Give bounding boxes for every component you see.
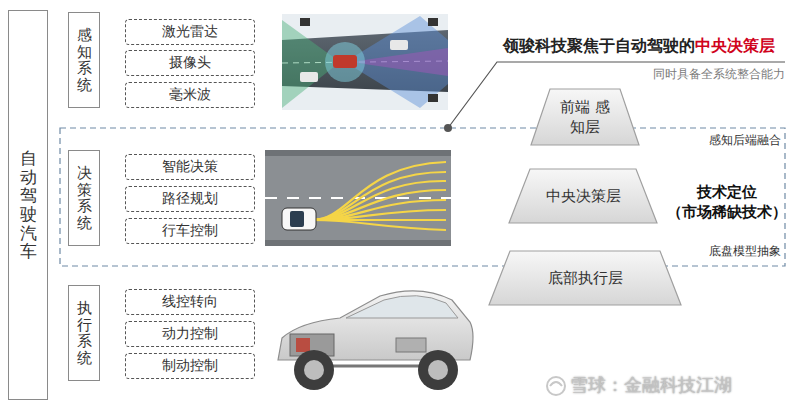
trapezoid-shape bbox=[530, 88, 640, 146]
box-label: 毫米波 bbox=[169, 86, 211, 104]
layer-trapezoid: 前端 感知层 bbox=[530, 88, 640, 146]
wheel-hub bbox=[304, 360, 324, 380]
box-label: 摄像头 bbox=[169, 54, 211, 72]
wheel bbox=[294, 350, 334, 390]
vertical-label: 决策系统 bbox=[77, 165, 92, 231]
logo-mark bbox=[550, 382, 562, 386]
system-box: 执行系统 bbox=[68, 285, 100, 381]
watermark-logo bbox=[547, 377, 565, 395]
system-box: 决策系统 bbox=[68, 150, 100, 246]
component-box: 行车控制 bbox=[125, 218, 255, 244]
component-box: 动力控制 bbox=[125, 321, 255, 347]
trajectory bbox=[312, 162, 446, 220]
box-label: 动力控制 bbox=[162, 325, 218, 343]
headline-highlight: 中央决策层 bbox=[695, 36, 775, 55]
box-label: 路径规划 bbox=[162, 190, 218, 208]
trajectory bbox=[312, 190, 446, 220]
car-body bbox=[278, 291, 473, 360]
component-box: 路径规划 bbox=[125, 186, 255, 212]
box-label: 智能决策 bbox=[162, 158, 218, 176]
trapezoid-outline bbox=[489, 251, 681, 305]
region-note: 感知后端融合 bbox=[709, 133, 781, 147]
box-label: 制动控制 bbox=[162, 357, 218, 375]
component-box: 毫米波 bbox=[125, 82, 255, 108]
car-symbol bbox=[282, 208, 316, 230]
layer-trapezoid: 底部执行层 bbox=[488, 250, 682, 306]
component-box: 制动控制 bbox=[125, 353, 255, 379]
chassis-illustration bbox=[278, 291, 473, 390]
trajectory bbox=[312, 172, 446, 220]
subheadline: 同时具备全系统整合能力 bbox=[653, 67, 785, 81]
system-box: 感知系统 bbox=[68, 12, 100, 108]
component-box: 摄像头 bbox=[125, 50, 255, 76]
box-label: 底部执行层 bbox=[548, 269, 623, 288]
component-box: 智能决策 bbox=[125, 154, 255, 180]
wheel-hub bbox=[428, 360, 448, 380]
trajectory bbox=[312, 200, 446, 220]
vertical-label: 执行系统 bbox=[77, 300, 92, 366]
sensor-ground bbox=[282, 14, 448, 110]
position-subtitle: （市场稀缺技术） bbox=[667, 203, 787, 221]
sensor-icon bbox=[300, 18, 310, 26]
wheel bbox=[418, 350, 458, 390]
trapezoid-outline bbox=[531, 89, 639, 145]
component-box: 激光雷达 bbox=[125, 19, 255, 45]
headline: 领骏科技聚焦于自动驾驶的 bbox=[503, 36, 695, 55]
position-title: 技术定位 bbox=[697, 183, 757, 201]
car-window bbox=[290, 211, 304, 227]
region-outline bbox=[60, 128, 785, 266]
engine-part bbox=[296, 338, 310, 352]
road bbox=[265, 150, 451, 246]
logo-ring bbox=[547, 377, 565, 395]
watermark: 雪球：金融科技江湖 bbox=[570, 374, 732, 396]
road-edge bbox=[265, 240, 451, 246]
vertical-label: 感知系统 bbox=[77, 27, 92, 93]
sensor-fan bbox=[325, 42, 365, 82]
box-label: 行车控制 bbox=[162, 222, 218, 240]
car-symbol bbox=[333, 55, 357, 68]
sensor-illustration bbox=[282, 14, 448, 110]
vertical-label: 自动驾驶汽车 bbox=[20, 149, 37, 261]
car-symbol bbox=[300, 72, 318, 82]
car-window bbox=[346, 296, 458, 318]
sensor-icon bbox=[428, 94, 438, 102]
box-label: 激光雷达 bbox=[162, 23, 218, 41]
vehicle-band: 自动驾驶汽车 bbox=[8, 10, 48, 400]
region-note: 底盘模型抽象 bbox=[709, 244, 781, 258]
sensor-icon bbox=[428, 18, 438, 26]
car-symbol bbox=[390, 40, 408, 50]
seat bbox=[396, 338, 426, 352]
trajectory bbox=[312, 181, 446, 220]
trajectory bbox=[312, 220, 446, 230]
layer-trapezoid: 中央决策层 bbox=[508, 168, 658, 224]
trajectory-illustration bbox=[265, 150, 451, 246]
road-edge bbox=[265, 150, 451, 156]
trapezoid-outline bbox=[509, 169, 657, 223]
component-box: 线控转向 bbox=[125, 289, 255, 315]
box-label: 前端 感知层 bbox=[554, 97, 616, 138]
trajectory-curves bbox=[312, 162, 446, 230]
trajectory bbox=[312, 210, 446, 220]
box-label: 线控转向 bbox=[162, 293, 218, 311]
box-label: 中央决策层 bbox=[546, 187, 621, 206]
